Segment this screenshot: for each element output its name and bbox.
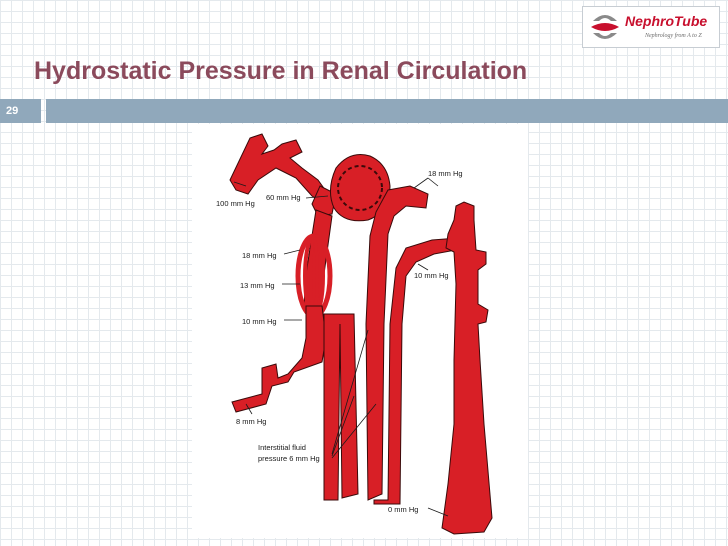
logo-tagline: Nephrology from A to Z — [645, 33, 702, 39]
nephron-diagram: 100 mm Hg 60 mm Hg 18 mm Hg 18 mm Hg 13 … — [192, 124, 528, 538]
leader-bowman — [428, 178, 438, 186]
logo-name: NephroTube — [625, 13, 707, 29]
slide-number: 29 — [0, 99, 41, 123]
label-interstitial-line1: Interstitial fluid — [258, 443, 306, 452]
label-interstitial-line2: pressure 6 mm Hg — [258, 454, 320, 463]
vasa-recta — [324, 314, 358, 500]
label-distal-pressure: 10 mm Hg — [414, 271, 449, 280]
nephron-figure: 100 mm Hg 60 mm Hg 18 mm Hg 18 mm Hg 13 … — [192, 124, 528, 538]
label-glomerular-pressure: 60 mm Hg — [266, 193, 301, 202]
title-bar — [46, 99, 728, 123]
label-peritubular-top: 18 mm Hg — [242, 251, 277, 260]
label-peritubular-low: 10 mm Hg — [242, 317, 277, 326]
leader-bowman — [414, 178, 428, 188]
collecting-duct — [442, 202, 492, 534]
nephrotube-logo: NephroTube Nephrology from A to Z — [582, 6, 720, 48]
logo-emblem-icon — [585, 7, 625, 47]
leader-distal — [418, 264, 428, 270]
label-afferent-pressure: 100 mm Hg — [216, 199, 255, 208]
label-collecting-pressure: 0 mm Hg — [388, 505, 418, 514]
slide-title: Hydrostatic Pressure in Renal Circulatio… — [34, 57, 527, 86]
leader-peritubular-top — [284, 250, 300, 254]
label-vein-pressure: 8 mm Hg — [236, 417, 266, 426]
label-bowman-pressure: 18 mm Hg — [428, 169, 463, 178]
label-peritubular-mid: 13 mm Hg — [240, 281, 275, 290]
